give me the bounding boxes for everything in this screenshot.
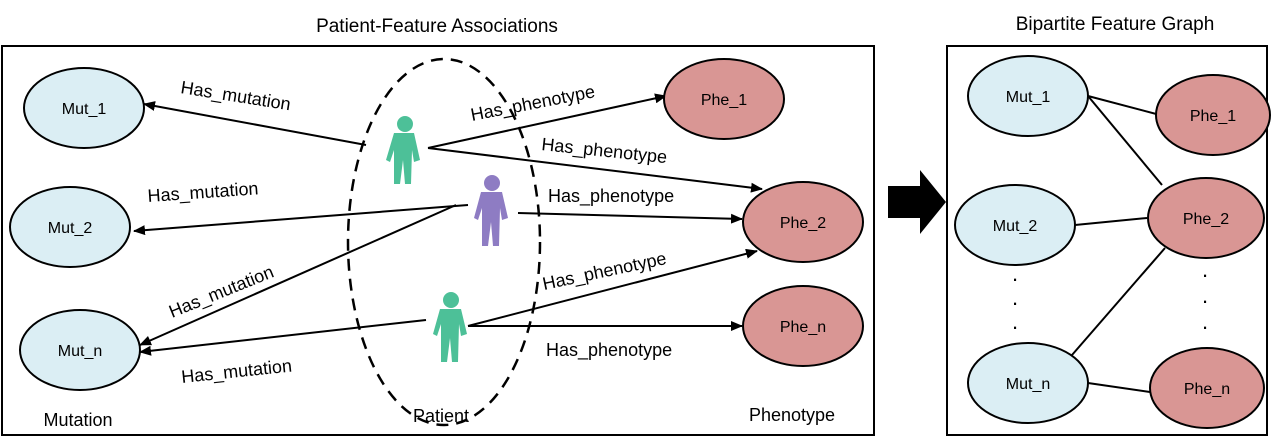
edge-label-has-phenotype: Has_phenotype [540,134,668,168]
bipartite-phenotype-node: Phe_1 [1155,74,1271,156]
ellipsis-dot: . [1012,261,1018,286]
mutation-node: Mut_1 [23,67,145,149]
patient-figure-icon [474,175,508,246]
left-panel-frame [1,45,875,436]
bipartite-phenotype-label: Phe_1 [1190,108,1236,125]
left-panel-title: Patient-Feature Associations [316,16,558,37]
phenotype-group-label: Phenotype [749,405,835,425]
mutation-node-label: Mut_2 [48,220,93,237]
edge-has-mutation [143,101,367,146]
edge-has-mutation [139,319,427,356]
phenotype-node: Phe_n [742,285,864,367]
bipartite-edge [1087,382,1151,393]
edge-has-mutation [139,204,457,346]
ellipsis-dot: . [1202,283,1208,308]
edge-has-phenotype [427,147,763,193]
bipartite-phenotype-node: Phe_n [1149,347,1265,429]
mutation-node-label: Mut_n [58,343,102,360]
edge-label-has-mutation: Has_mutation [147,178,259,207]
mutation-node-label: Mut_1 [62,101,107,118]
bipartite-mutation-label: Mut_1 [1006,89,1051,106]
right-panel-title: Bipartite Feature Graph [1016,14,1215,35]
ellipsis-dot: . [1202,309,1208,334]
edge-label-has-phenotype: Has_phenotype [469,81,597,126]
bipartite-phenotype-label: Phe_n [1184,381,1230,398]
ellipsis-dot: . [1202,257,1208,282]
patient-group-ellipse [346,57,542,427]
edge-label-has-mutation: Has_mutation [179,77,292,115]
mutation-node: Mut_n [19,309,141,391]
bipartite-phenotype-label: Phe_2 [1183,211,1229,228]
patient-group-label: Patient [413,406,469,426]
right-panel-frame [946,45,1268,436]
patient-figure-icon [433,292,467,362]
bipartite-mutation-label: Mut_2 [993,218,1038,235]
bipartite-phenotype-node: Phe_2 [1147,177,1265,259]
bipartite-edge [1071,247,1166,356]
edge-has-phenotype [517,212,743,224]
bipartite-mutation-node: Mut_1 [967,55,1089,137]
mutation-node: Mut_2 [9,186,131,268]
mutation-group-label: Mutation [43,410,112,430]
edge-label-has-mutation: Has_mutation [180,355,293,387]
edge-label-has-phenotype: Has_phenotype [541,248,669,295]
patient-figure-icon [386,116,420,184]
phenotype-node: Phe_2 [742,181,864,263]
bipartite-edge [1074,217,1148,226]
bipartite-edge [1087,95,1161,116]
edge-has-phenotype [427,93,667,149]
bipartite-mutation-label: Mut_n [1006,376,1050,393]
bipartite-mutation-node: Mut_n [967,342,1089,424]
edge-label-has-phenotype: Has_phenotype [548,186,674,207]
bipartite-mutation-node: Mut_2 [954,184,1076,266]
phenotype-node-label: Phe_2 [780,215,826,232]
edge-label-has-phenotype: Has_phenotype [546,340,672,361]
phenotype-node: Phe_1 [663,58,785,140]
phenotype-node-label: Phe_n [780,319,826,336]
bipartite-edge [1087,95,1163,186]
ellipsis-dot: . [1012,309,1018,334]
ellipsis-dot: . [1012,285,1018,310]
edge-has-mutation [133,204,469,236]
edge-has-phenotype [467,248,758,327]
phenotype-node-label: Phe_1 [701,92,747,109]
transform-arrow-icon [888,170,946,234]
